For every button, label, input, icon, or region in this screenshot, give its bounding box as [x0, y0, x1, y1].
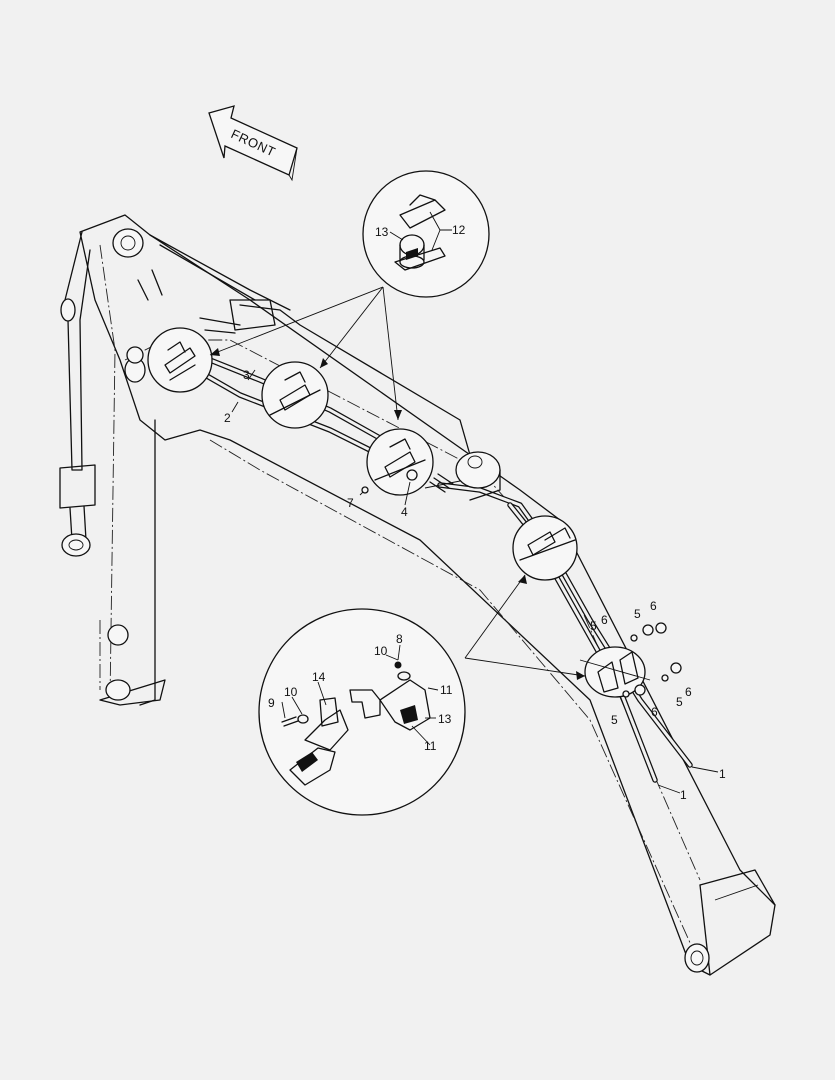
clamp-detail-circle-1: [147, 327, 213, 393]
callout-13-top: 13: [375, 225, 389, 239]
callout-9: 9: [268, 696, 275, 710]
callout-10-a: 10: [374, 644, 388, 658]
callout-2: 2: [224, 411, 231, 425]
callout-7: 7: [347, 496, 354, 510]
callout-3: 3: [243, 368, 250, 382]
callout-6-c: 6: [685, 685, 692, 699]
leader-lines: [209, 211, 719, 794]
clamp-detail-circle-3: [366, 428, 434, 496]
clamp-detail-circle-2: [261, 361, 329, 429]
callout-1-b: 1: [680, 788, 687, 802]
front-arrow: FRONT: [208, 105, 298, 182]
callout-6-d: 6: [651, 705, 658, 719]
callout-4: 4: [401, 505, 408, 519]
clamp-detail-ellipse-5: [579, 646, 651, 698]
callout-10-b: 10: [284, 685, 298, 699]
callout-11-b: 11: [424, 739, 437, 753]
callout-14: 14: [312, 670, 326, 684]
callout-11-a: 11: [440, 683, 453, 697]
callout-6-a: 6: [650, 599, 657, 613]
arm-cylinder: [59, 231, 166, 706]
clamp-detail-circle-4: [512, 515, 578, 581]
callout-5-a: 5: [634, 607, 641, 621]
magnified-view-clamp: [362, 170, 490, 298]
boom-cylinder: [199, 299, 501, 501]
callout-12: 12: [452, 223, 466, 237]
callout-5-d: 5: [611, 713, 618, 727]
callout-13-bottom: 13: [438, 712, 452, 726]
callout-5-b: 5: [590, 619, 597, 633]
fasteners: [361, 486, 682, 698]
boom-body: [79, 214, 776, 976]
callout-6-b: 6: [601, 613, 608, 627]
callout-5-c: 5: [676, 695, 683, 709]
magnified-view-bracket: [258, 608, 466, 816]
callout-1-a: 1: [719, 767, 726, 781]
callout-8: 8: [396, 632, 403, 646]
callout-numbers: 13 12 3 2 7 4 5 6 5 6 6 5 6 5 1 1 8 10 1…: [224, 223, 726, 802]
